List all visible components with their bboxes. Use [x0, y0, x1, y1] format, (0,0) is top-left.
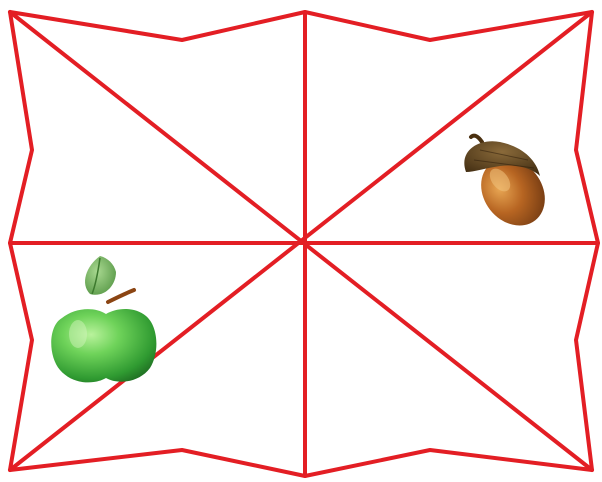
- acorn-image: [464, 136, 558, 239]
- green-apple-image: [51, 256, 156, 382]
